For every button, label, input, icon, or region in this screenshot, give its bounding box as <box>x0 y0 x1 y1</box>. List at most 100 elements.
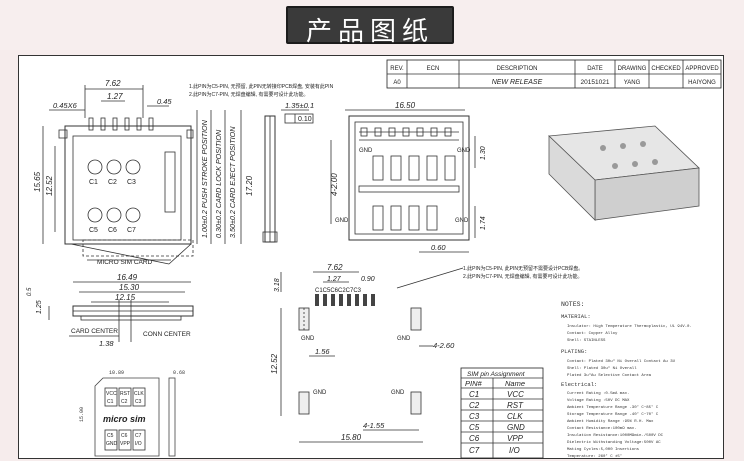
dim-138: 1.38 <box>99 339 114 348</box>
dim-060: 0.60 <box>431 243 446 252</box>
dim-card-eject: 3.50±0.2 CARD EJECT POSITION <box>228 126 237 238</box>
notes-line-10: Voltage Rating :50V DC MAX <box>567 398 630 403</box>
side-view: 1.35±0.1 0.10 <box>262 101 314 243</box>
card-vpp: VPP <box>120 441 131 447</box>
notes-line-14: Contact Resistance:100mΩ max. <box>567 426 637 431</box>
fp-dim-762: 7.62 <box>327 263 343 272</box>
sim-r6-name: I/O <box>509 446 520 455</box>
notes-line-2: Contact: Copper Alloy <box>567 331 618 336</box>
card-vcc: VCC <box>106 391 117 397</box>
fp-dim-127: 1.27 <box>327 276 342 283</box>
card-dim-1500: 15.00 <box>79 407 85 422</box>
lbl-micro-sim-card: MICRO SIM CARD <box>97 259 153 266</box>
card-c6: C6 <box>121 433 128 439</box>
notes-line-8: Electrical: <box>561 381 597 388</box>
tb-h-ecn: ECN <box>427 66 440 72</box>
tb-h-approved: APPROVED <box>685 66 719 72</box>
dim-127: 1.27 <box>107 92 123 101</box>
sim-r3-pin: C3 <box>469 412 480 421</box>
fp-dim-4-155: 4-1.55 <box>363 421 385 430</box>
notes-line-1: Insulator: High Temperature Thermoplasti… <box>567 324 692 329</box>
top-note-1: 1.此PIN为C5-PIN, 无预留, 此PIN无转接印PCB焊盘, 安装有此P… <box>189 83 334 90</box>
banner-title: 产品图纸 <box>305 17 434 47</box>
tb-approved: HAIYONG <box>688 80 716 86</box>
dim-045x6: 0.45X6 <box>53 101 78 110</box>
dim-1565: 15.65 <box>33 171 42 192</box>
sim-pin-table: SIM pin Assignment PIN# Name C1 VCC C2 R… <box>460 367 544 459</box>
dim-1649: 16.49 <box>117 273 138 282</box>
footprint-view: 7.62 1.27 0.90 3.18 C1C5C6C2C7C3 GND GND… <box>270 263 455 443</box>
top-view: 16.50 4-2.00 1.30 1.74 0.60 GND GND GND … <box>330 101 487 253</box>
sim-table-title: SIM pin Assignment <box>467 371 526 378</box>
tb-date: 20151021 <box>581 79 610 86</box>
sim-r4-pin: C5 <box>469 423 480 432</box>
drawing-canvas: REV. ECN DESCRIPTION DATE DRAWING CHECKE… <box>27 59 722 459</box>
notes-heading: NOTES: <box>561 301 584 308</box>
dim-1530: 15.30 <box>119 283 140 292</box>
lbl-c1: C1 <box>89 179 98 186</box>
sim-r5-name: VPP <box>507 434 524 443</box>
tb-drawing: YANG <box>624 80 641 86</box>
sim-r2-name: RST <box>507 401 524 410</box>
tb-desc: NEW RELEASE <box>492 79 543 86</box>
top-note-2: 2.此PIN为C7-PIN, 无焊盘编辑, 有需要可设计此功能。 <box>189 91 308 98</box>
sim-th-name: Name <box>505 379 525 388</box>
mid-note-1: 1.此PIN为C5-PIN, 此PIN无预留不需要设计PCB焊盘。 <box>463 265 583 272</box>
card-c7: C7 <box>135 433 142 439</box>
notes-block: NOTES: MATERIAL: Insulator: High Tempera… <box>561 301 692 459</box>
dim-1720: 17.20 <box>245 175 254 196</box>
dim-174: 1.74 <box>480 216 487 230</box>
notes-line-13: Ambient Humidity Range :95% R.H. Max <box>567 419 654 424</box>
lbl-c6: C6 <box>108 227 117 234</box>
fp-gnd-2: GND <box>397 336 411 342</box>
notes-line-18: Temperature: 260° C ±5° <box>567 454 622 459</box>
fp-dim-156: 1.56 <box>315 347 330 356</box>
dim-push-stroke: 1.00±0.2 PUSH STROKE POSITION <box>200 119 209 238</box>
fp-dim-1580: 15.80 <box>341 433 362 442</box>
lbl-c2: C2 <box>108 179 117 186</box>
notes-line-17: Mating Cycles:5,000 Insertions <box>567 447 640 452</box>
notes-line-15: Insulation Resistance:1000MΩmin./500V DC <box>567 433 664 438</box>
iso-view <box>548 125 700 221</box>
dim-762: 7.62 <box>105 79 121 88</box>
notes-line-11: Ambient Temperature Range -30° C~85° C <box>567 405 659 410</box>
tb-rev: A0 <box>393 80 401 86</box>
title-block: REV. ECN DESCRIPTION DATE DRAWING CHECKE… <box>386 59 722 89</box>
dim-010: 0.10 <box>298 116 312 123</box>
notes-line-4: PLATING: <box>561 348 587 355</box>
banner-title-box: 产品图纸 <box>286 6 454 47</box>
card-c2: C2 <box>121 399 128 405</box>
fp-gnd-4: GND <box>391 390 405 396</box>
card-c3: C3 <box>135 399 142 405</box>
tb-h-desc: DESCRIPTION <box>496 66 537 72</box>
dim-045: 0.45 <box>157 97 172 106</box>
dim-1650: 16.50 <box>395 101 416 110</box>
lbl-c7: C7 <box>127 227 136 234</box>
notes-line-5: Contact: Plated 30u" Ni Overall Contact … <box>567 359 676 364</box>
card-clk: CLK <box>134 391 144 397</box>
dim-135: 1.35±0.1 <box>285 101 314 110</box>
fp-dim-4-260: 4-2.60 <box>433 341 455 350</box>
tb-h-drawing: DRAWING <box>618 66 647 72</box>
lbl-card-center: CARD CENTER <box>71 328 118 335</box>
fp-gnd-3: GND <box>313 390 327 396</box>
dim-1252: 12.52 <box>45 175 54 196</box>
tb-h-rev: REV. <box>390 66 404 72</box>
fp-gnd-1: GND <box>301 336 315 342</box>
sim-th-pin: PIN# <box>465 379 483 388</box>
card-gnd: GND <box>106 441 118 447</box>
notes-line-3: Shell: STAINLESS <box>567 338 606 343</box>
fp-dim-318: 3.18 <box>274 278 281 292</box>
dim-card-lock: 0.30±0.2 CARD LOCK POSITION <box>214 129 223 238</box>
banner: 产品图纸 <box>0 0 744 50</box>
notes-line-7: Plated 3u"Au Selective Contact Area <box>567 373 652 378</box>
sim-r1-name: VCC <box>507 390 524 399</box>
notes-line-6: Shell: Plated 30u" Ni Overall <box>567 366 637 371</box>
notes-line-0: MATERIAL: <box>561 313 591 320</box>
card-c1: C1 <box>107 399 114 405</box>
sim-r6-pin: C7 <box>469 446 480 455</box>
lbl-gnd-tv3: GND <box>335 218 349 224</box>
notes-line-12: Storage Temperature Range -40° C~70° C <box>567 412 659 417</box>
lbl-c3: C3 <box>127 179 136 186</box>
fp-dim-1252: 12.52 <box>270 353 279 374</box>
